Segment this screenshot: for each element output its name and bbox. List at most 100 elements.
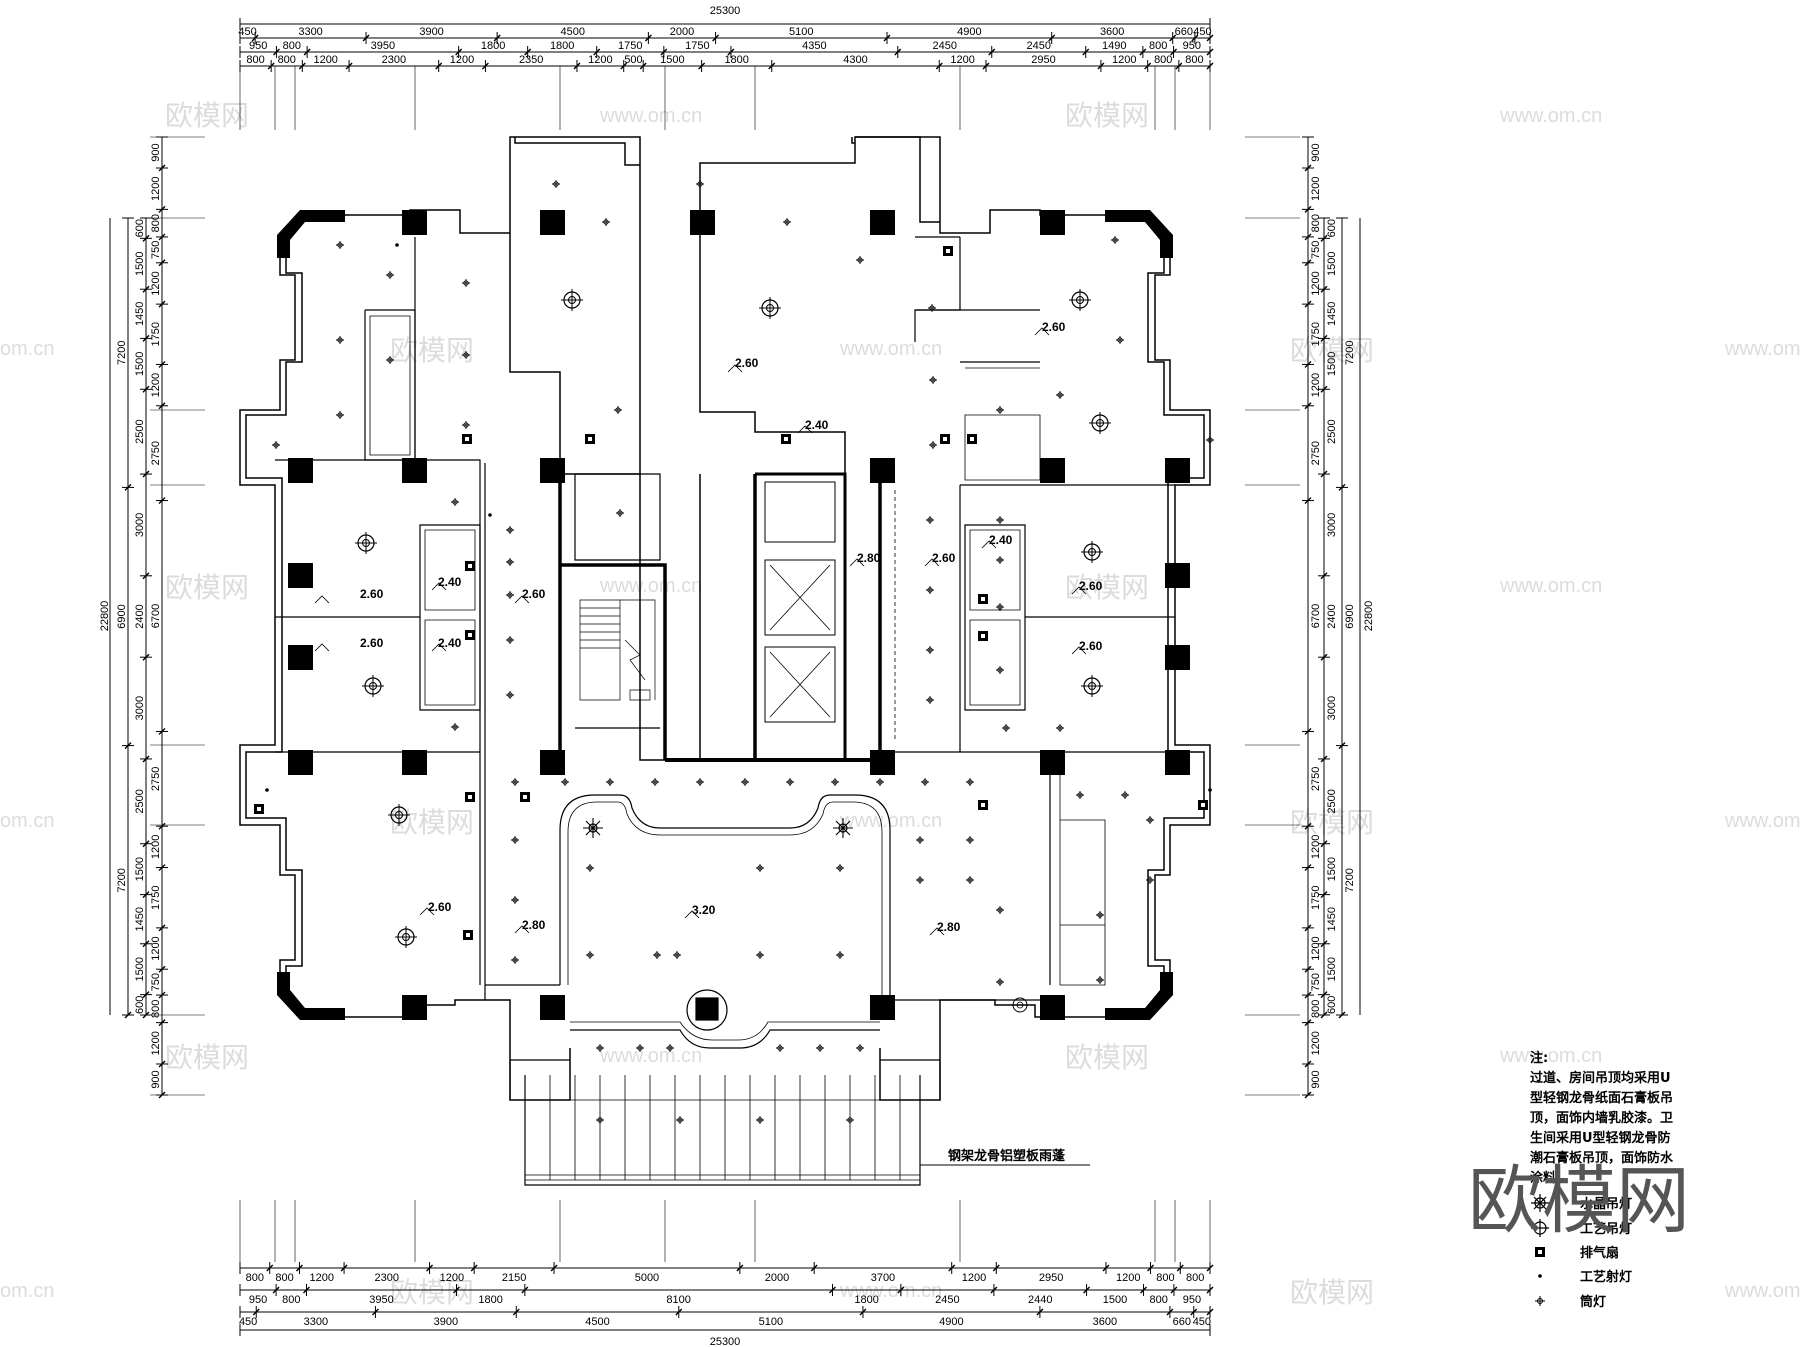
- dimension-label: 600: [134, 219, 146, 237]
- dimension-label: 4500: [585, 1316, 609, 1328]
- dimension-line: [828, 1286, 836, 1294]
- dimension-label: 1450: [134, 907, 146, 931]
- dimension-label: 7200: [1344, 868, 1356, 892]
- ceiling-height-label: 2.60: [932, 551, 956, 565]
- downlight-icon: [696, 180, 704, 188]
- dimension-line: [252, 1308, 260, 1316]
- dimension-label: 5100: [789, 26, 813, 38]
- dimension-label: 6700: [150, 604, 162, 628]
- ceiling-height-marker: 2.40: [431, 636, 462, 652]
- downlight-icon: [511, 956, 519, 964]
- room-walls: [275, 236, 1175, 1186]
- dimension-line: [1147, 1264, 1155, 1272]
- dimension-line: [897, 1286, 905, 1294]
- pendant-lamp-icon: [1081, 675, 1103, 697]
- exhaust-fan-icon: [1198, 800, 1208, 810]
- notes-line: 生间采用U型轻钢龙骨防: [1530, 1130, 1671, 1146]
- dimension-label: 1500: [1103, 1294, 1127, 1306]
- downlight-icon: [996, 906, 1004, 914]
- dimension-line: [345, 62, 353, 70]
- dimension-line: [593, 48, 601, 56]
- dimension-label: 800: [1310, 214, 1322, 232]
- downlight-icon: [836, 951, 844, 959]
- dimension-label: 1500: [1326, 352, 1338, 376]
- watermark-url: om.cn: [0, 1280, 54, 1302]
- dimension-label: 8100: [666, 1294, 690, 1306]
- downlight-icon: [636, 1044, 644, 1052]
- dimension-line: [992, 1264, 1000, 1272]
- dimension-line: [988, 48, 996, 56]
- dimension-label: 4900: [957, 26, 981, 38]
- dimension-line: [142, 285, 150, 293]
- dimension-line: [894, 48, 902, 56]
- crystal-chandelier-icon: [833, 818, 853, 838]
- dimension-line: [158, 402, 166, 410]
- ceiling-height-label: 2.60: [522, 587, 546, 601]
- dimension-line: [142, 991, 150, 999]
- watermark-url: www.om.cn: [1499, 575, 1602, 597]
- exhaust-fan-icon: [462, 434, 472, 444]
- spotlight-icon: [265, 788, 269, 792]
- pendant-lamp-icon: [1089, 412, 1111, 434]
- dimension-label: 4350: [802, 40, 826, 52]
- downlight-icon: [386, 271, 394, 279]
- spotlight-icon: [1538, 1274, 1542, 1278]
- pendant-lamp-icon: [388, 804, 410, 826]
- dimension-label: 800: [275, 1272, 293, 1284]
- downlight-icon: [653, 951, 661, 959]
- pendant-lamp-icon: [395, 926, 417, 948]
- dimension-line: [1170, 48, 1178, 56]
- downlight-icon: [614, 406, 622, 414]
- dimension-line: [158, 991, 166, 999]
- ceiling-height-labels: 2.60 2.40 2.60 2.60 2.40 2.60 2.40 2.80 …: [314, 320, 1103, 936]
- dimension-line: [1206, 1286, 1214, 1294]
- exterior-wall-left: [300, 136, 641, 475]
- ceiling-height-label: 3.20: [692, 903, 716, 917]
- dimension-label: 1450: [134, 302, 146, 326]
- downlight-icon: [462, 351, 470, 359]
- interior-line: [1147, 240, 1205, 985]
- dimension-label: 1800: [724, 54, 748, 66]
- central-gap: [639, 474, 701, 761]
- watermark-url: www.om.cn: [839, 810, 942, 832]
- dimension-line: [158, 233, 166, 241]
- brand-logo: 欧模网: [1468, 1158, 1690, 1244]
- dimension-line: [1320, 1011, 1328, 1019]
- ceiling-height-label: 2.40: [438, 636, 462, 650]
- downlight-icon: [916, 836, 924, 844]
- dimension-line: [698, 62, 706, 70]
- pendant-lamp-icon: [1069, 289, 1091, 311]
- downlight-icon: [506, 526, 514, 534]
- dimension-label: 1500: [1326, 857, 1338, 881]
- downlight-icon: [786, 778, 794, 786]
- floor-drain-icon: [1012, 997, 1028, 1013]
- spotlight-icon: [1208, 788, 1212, 792]
- exhaust-fan-icon: [465, 561, 475, 571]
- ceiling-height-marker: 2.40: [797, 418, 829, 434]
- dimension-line: [1191, 34, 1199, 42]
- downlight-icon: [336, 241, 344, 249]
- dimension-line: [158, 497, 166, 505]
- dimension-line: [142, 653, 150, 661]
- watermark-url: www.om.cn: [1724, 1280, 1800, 1302]
- downlight-icon: [462, 421, 470, 429]
- dimension-label: 4900: [939, 1316, 963, 1328]
- dimension-label: 1800: [478, 1294, 502, 1306]
- ceiling-height-marker: 2.60: [924, 551, 956, 567]
- dimension-label: 1200: [962, 1272, 986, 1284]
- dimension-line: [736, 1264, 744, 1272]
- dimension-label: 1200: [1310, 1031, 1322, 1055]
- notes-line: 涂料: [1530, 1170, 1556, 1186]
- downlight-icon: [776, 1044, 784, 1052]
- dimension-line: [512, 1308, 520, 1316]
- dimension-label: 25300: [710, 1336, 741, 1347]
- exhaust-fan-icon: [940, 434, 950, 444]
- dimension-label: 2500: [1326, 419, 1338, 443]
- dimension-line: [573, 62, 581, 70]
- dimension-label: 1200: [1310, 936, 1322, 960]
- dimension-label: 1200: [588, 54, 612, 66]
- dimension-line: [303, 48, 311, 56]
- dimension-line: [1140, 1286, 1148, 1294]
- ceiling-height-label: 2.80: [937, 920, 961, 934]
- downlight-icon: [916, 876, 924, 884]
